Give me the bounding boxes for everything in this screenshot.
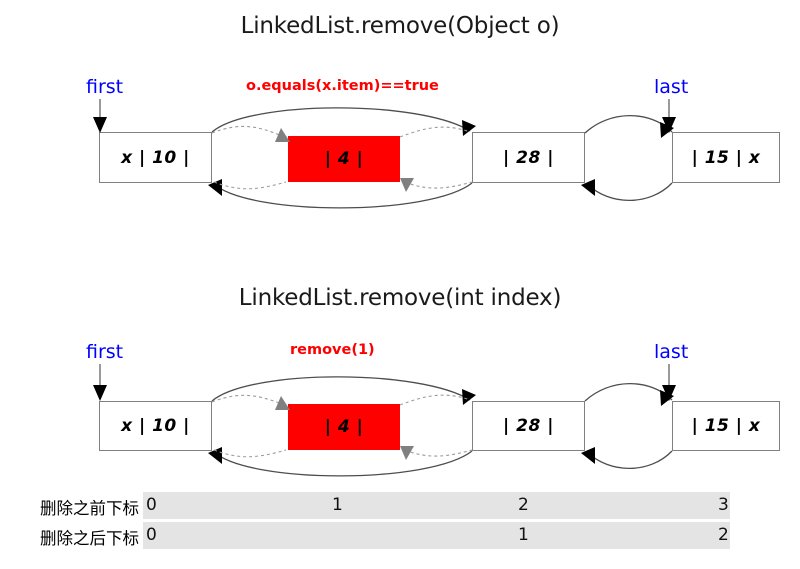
- old-link-removed-back-bottom: [213, 449, 287, 458]
- node-box-2-top: | 28 |: [472, 132, 585, 183]
- link-node3-to-node2-top: [586, 182, 673, 201]
- old-link-prev-to-removed-bottom: [211, 394, 283, 405]
- last-pointer-arrowhead-top: [662, 117, 676, 133]
- last-pointer-arrowhead-bottom: [662, 385, 676, 401]
- node-box-1-top-removed: | 4 |: [288, 136, 400, 182]
- index-row-label-before: 删除之前下标: [40, 499, 139, 518]
- index-row-label-after: 删除之后下标: [40, 529, 139, 548]
- old-link-next-arrowhead-top: [400, 178, 414, 192]
- link-node2-to-node3-top: [584, 115, 673, 134]
- node-box-3-top: | 15 | x: [672, 132, 780, 183]
- node-box-0-top: x | 10 |: [99, 132, 212, 183]
- link-node2-to-node3-bottom: [584, 383, 673, 402]
- pointer-label-last-top: last: [654, 76, 689, 98]
- old-link-removed-back-top: [213, 181, 287, 190]
- link-node3-to-node2-bottom: [586, 450, 673, 469]
- pointer-label-first-bottom: first: [86, 341, 124, 363]
- node-box-2-bottom: | 28 |: [472, 401, 585, 451]
- index-cell-before-3: 3: [718, 495, 729, 515]
- index-cell-after-2: 1: [518, 525, 529, 545]
- page-title-top: LinkedList.remove(Object o): [240, 13, 560, 39]
- index-cell-before-2: 2: [518, 495, 529, 515]
- first-pointer-arrowhead-top: [93, 117, 107, 133]
- old-link-removed-to-next-bottom: [404, 449, 473, 457]
- old-link-removed-forward-top: [399, 126, 471, 138]
- new-link-forward-top: [211, 107, 471, 133]
- index-row-before-band: [143, 492, 730, 519]
- new-link-backward-bottom: [213, 450, 473, 477]
- new-link-forward-bottom: [211, 376, 471, 402]
- old-link-removed-to-next-top: [404, 181, 473, 189]
- page-title-bottom: LinkedList.remove(int index): [238, 285, 562, 311]
- old-link-prev-to-removed-top: [211, 125, 283, 137]
- old-link-removed-forward-bottom: [399, 394, 471, 406]
- node-box-0-bottom: x | 10 |: [99, 401, 212, 451]
- new-link-backward-top: [213, 182, 473, 209]
- pointer-label-last-bottom: last: [654, 341, 689, 363]
- index-cell-before-0: 0: [146, 495, 157, 515]
- index-cell-before-1: 1: [332, 495, 343, 515]
- annotation-label-bottom: remove(1): [290, 342, 375, 358]
- first-pointer-arrowhead-bottom: [93, 385, 107, 401]
- old-link-next-arrowhead-bottom: [400, 446, 414, 460]
- annotation-label-top: o.equals(x.item)==true: [246, 78, 439, 94]
- node-box-3-bottom: | 15 | x: [672, 401, 780, 451]
- index-row-after-band: [143, 522, 730, 549]
- index-cell-after-3: 2: [718, 525, 729, 545]
- node-box-1-bottom-removed: | 4 |: [288, 404, 400, 450]
- index-cell-after-0: 0: [146, 525, 157, 545]
- pointer-label-first-top: first: [86, 76, 124, 98]
